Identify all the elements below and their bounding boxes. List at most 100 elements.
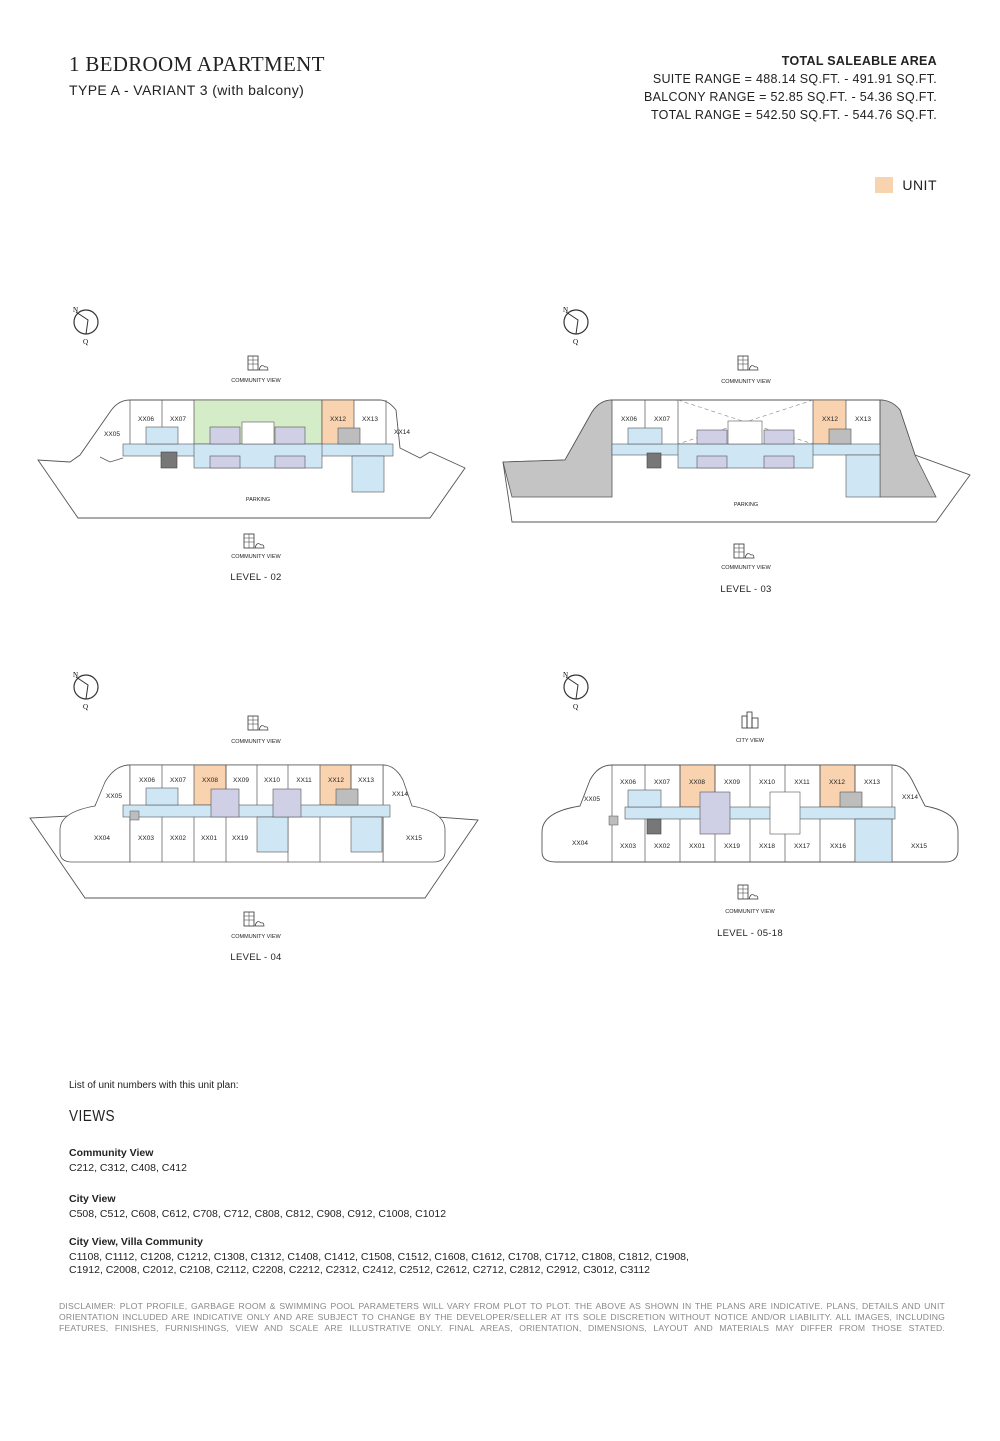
svg-text:XX03: XX03: [620, 843, 636, 850]
community-view-icon: [733, 543, 755, 559]
views-heading: VIEWS: [69, 1108, 115, 1125]
compass-icon: N Q: [73, 306, 99, 346]
svg-text:XX18: XX18: [759, 843, 775, 850]
plan-level-04: N Q COMMUNITY VIEW XX05 XX06 XX07 XX08 X…: [29, 671, 479, 963]
svg-text:XX07: XX07: [170, 777, 186, 784]
view-group-units: C508, C512, C608, C612, C708, C712, C808…: [69, 1208, 447, 1220]
community-view-icon: [247, 355, 269, 371]
community-view-icon: [243, 911, 265, 927]
svg-text:XX06: XX06: [621, 416, 637, 423]
svg-text:COMMUNITY VIEW: COMMUNITY VIEW: [721, 565, 771, 571]
svg-text:XX02: XX02: [170, 835, 186, 842]
view-group-name: City View, Villa Community: [69, 1236, 204, 1248]
svg-text:XX15: XX15: [911, 843, 927, 850]
compass-icon: N Q: [73, 671, 99, 711]
svg-text:XX06: XX06: [139, 777, 155, 784]
level-label: LEVEL - 03: [720, 584, 771, 595]
view-group-units: C212, C312, C408, C412: [69, 1162, 187, 1174]
svg-text:XX04: XX04: [572, 840, 588, 847]
svg-text:XX13: XX13: [855, 416, 871, 423]
svg-text:PARKING: PARKING: [246, 497, 270, 503]
saleable-area: TOTAL SALEABLE AREA SUITE RANGE = 488.14…: [644, 52, 937, 124]
svg-text:XX01: XX01: [201, 835, 217, 842]
svg-text:COMMUNITY VIEW: COMMUNITY VIEW: [721, 379, 771, 385]
svg-text:XX07: XX07: [654, 779, 670, 786]
svg-text:Q: Q: [83, 703, 88, 711]
svg-text:CITY VIEW: CITY VIEW: [736, 738, 765, 744]
balcony-range: BALCONY RANGE = 52.85 SQ.FT. - 54.36 SQ.…: [644, 90, 937, 104]
svg-text:COMMUNITY VIEW: COMMUNITY VIEW: [725, 909, 775, 915]
svg-text:XX03: XX03: [138, 835, 154, 842]
city-view-icon: [741, 711, 759, 729]
svg-text:XX13: XX13: [362, 416, 378, 423]
suite-range: SUITE RANGE = 488.14 SQ.FT. - 491.91 SQ.…: [652, 72, 937, 86]
svg-text:XX06: XX06: [620, 779, 636, 786]
svg-text:XX05: XX05: [106, 793, 122, 800]
svg-text:Q: Q: [573, 338, 578, 346]
svg-text:XX14: XX14: [902, 794, 918, 801]
svg-text:XX14: XX14: [392, 791, 408, 798]
svg-text:COMMUNITY VIEW: COMMUNITY VIEW: [231, 554, 281, 560]
svg-text:PARKING: PARKING: [734, 502, 758, 508]
svg-text:XX01: XX01: [689, 843, 705, 850]
svg-text:XX08: XX08: [202, 777, 218, 784]
level-label: LEVEL - 02: [230, 572, 281, 583]
svg-text:XX16: XX16: [830, 843, 846, 850]
svg-text:N: N: [563, 306, 568, 314]
svg-text:COMMUNITY VIEW: COMMUNITY VIEW: [231, 739, 281, 745]
svg-text:XX10: XX10: [264, 777, 280, 784]
area-heading: TOTAL SALEABLE AREA: [781, 54, 937, 68]
svg-text:XX11: XX11: [296, 777, 312, 784]
svg-text:XX14: XX14: [394, 429, 410, 436]
svg-text:N: N: [563, 671, 568, 679]
community-view-icon: [737, 884, 759, 900]
view-group-name: City View: [69, 1193, 116, 1205]
top-view-label: COMMUNITY VIEW: [231, 378, 281, 384]
disclaimer: DISCLAIMER: PLOT PROFILE, GARBAGE ROOM &…: [59, 1301, 945, 1333]
view-group-units: C1108, C1112, C1208, C1212, C1308, C1312…: [69, 1251, 689, 1263]
svg-text:N: N: [73, 306, 78, 314]
svg-text:XX17: XX17: [794, 843, 810, 850]
legend: UNIT: [875, 177, 937, 193]
page-title: 1 BEDROOM APARTMENT: [69, 52, 325, 76]
svg-text:XX12: XX12: [829, 779, 845, 786]
level-label: LEVEL - 04: [230, 952, 281, 963]
plan-level-05-18: N Q CITY VIEW XX05 XX06 XX07 XX08 XX09 X…: [541, 671, 959, 939]
svg-text:XX06: XX06: [138, 416, 154, 423]
compass-icon: N Q: [563, 671, 589, 711]
floor-plans: N Q COMMUNITY VIEW XX05 XX06 XX07 XX12 X…: [29, 306, 971, 963]
svg-text:XX10: XX10: [759, 779, 775, 786]
svg-text:XX07: XX07: [654, 416, 670, 423]
legend-label: UNIT: [902, 177, 937, 193]
community-view-icon: [737, 355, 759, 371]
svg-text:COMMUNITY VIEW: COMMUNITY VIEW: [231, 934, 281, 940]
svg-text:XX05: XX05: [104, 431, 120, 438]
compass-icon: N Q: [563, 306, 589, 346]
svg-text:XX19: XX19: [724, 843, 740, 850]
svg-text:XX13: XX13: [358, 777, 374, 784]
svg-text:XX12: XX12: [330, 416, 346, 423]
svg-text:XX13: XX13: [864, 779, 880, 786]
plan-level-03: N Q COMMUNITY VIEW XX06 XX07 XX12 XX13 P…: [502, 306, 971, 595]
svg-text:XX12: XX12: [822, 416, 838, 423]
plan-level-02: N Q COMMUNITY VIEW XX05 XX06 XX07 XX12 X…: [37, 306, 466, 583]
svg-text:XX04: XX04: [94, 835, 110, 842]
svg-text:XX11: XX11: [794, 779, 810, 786]
svg-text:XX07: XX07: [170, 416, 186, 423]
page-subtitle: TYPE A - VARIANT 3 (with balcony): [69, 82, 305, 98]
svg-text:XX09: XX09: [233, 777, 249, 784]
svg-text:N: N: [73, 671, 78, 679]
svg-text:XX05: XX05: [584, 796, 600, 803]
svg-text:XX19: XX19: [232, 835, 248, 842]
svg-text:XX02: XX02: [654, 843, 670, 850]
svg-text:XX09: XX09: [724, 779, 740, 786]
community-view-icon: [243, 533, 265, 549]
total-range: TOTAL RANGE = 542.50 SQ.FT. - 544.76 SQ.…: [650, 108, 937, 122]
svg-text:Q: Q: [573, 703, 578, 711]
svg-text:XX08: XX08: [689, 779, 705, 786]
list-intro: List of unit numbers with this unit plan…: [69, 1080, 239, 1091]
view-group-name: Community View: [69, 1147, 154, 1159]
community-view-icon: [247, 715, 269, 731]
svg-text:XX15: XX15: [406, 835, 422, 842]
view-group-units: C1912, C2008, C2012, C2108, C2112, C2208…: [69, 1264, 651, 1276]
